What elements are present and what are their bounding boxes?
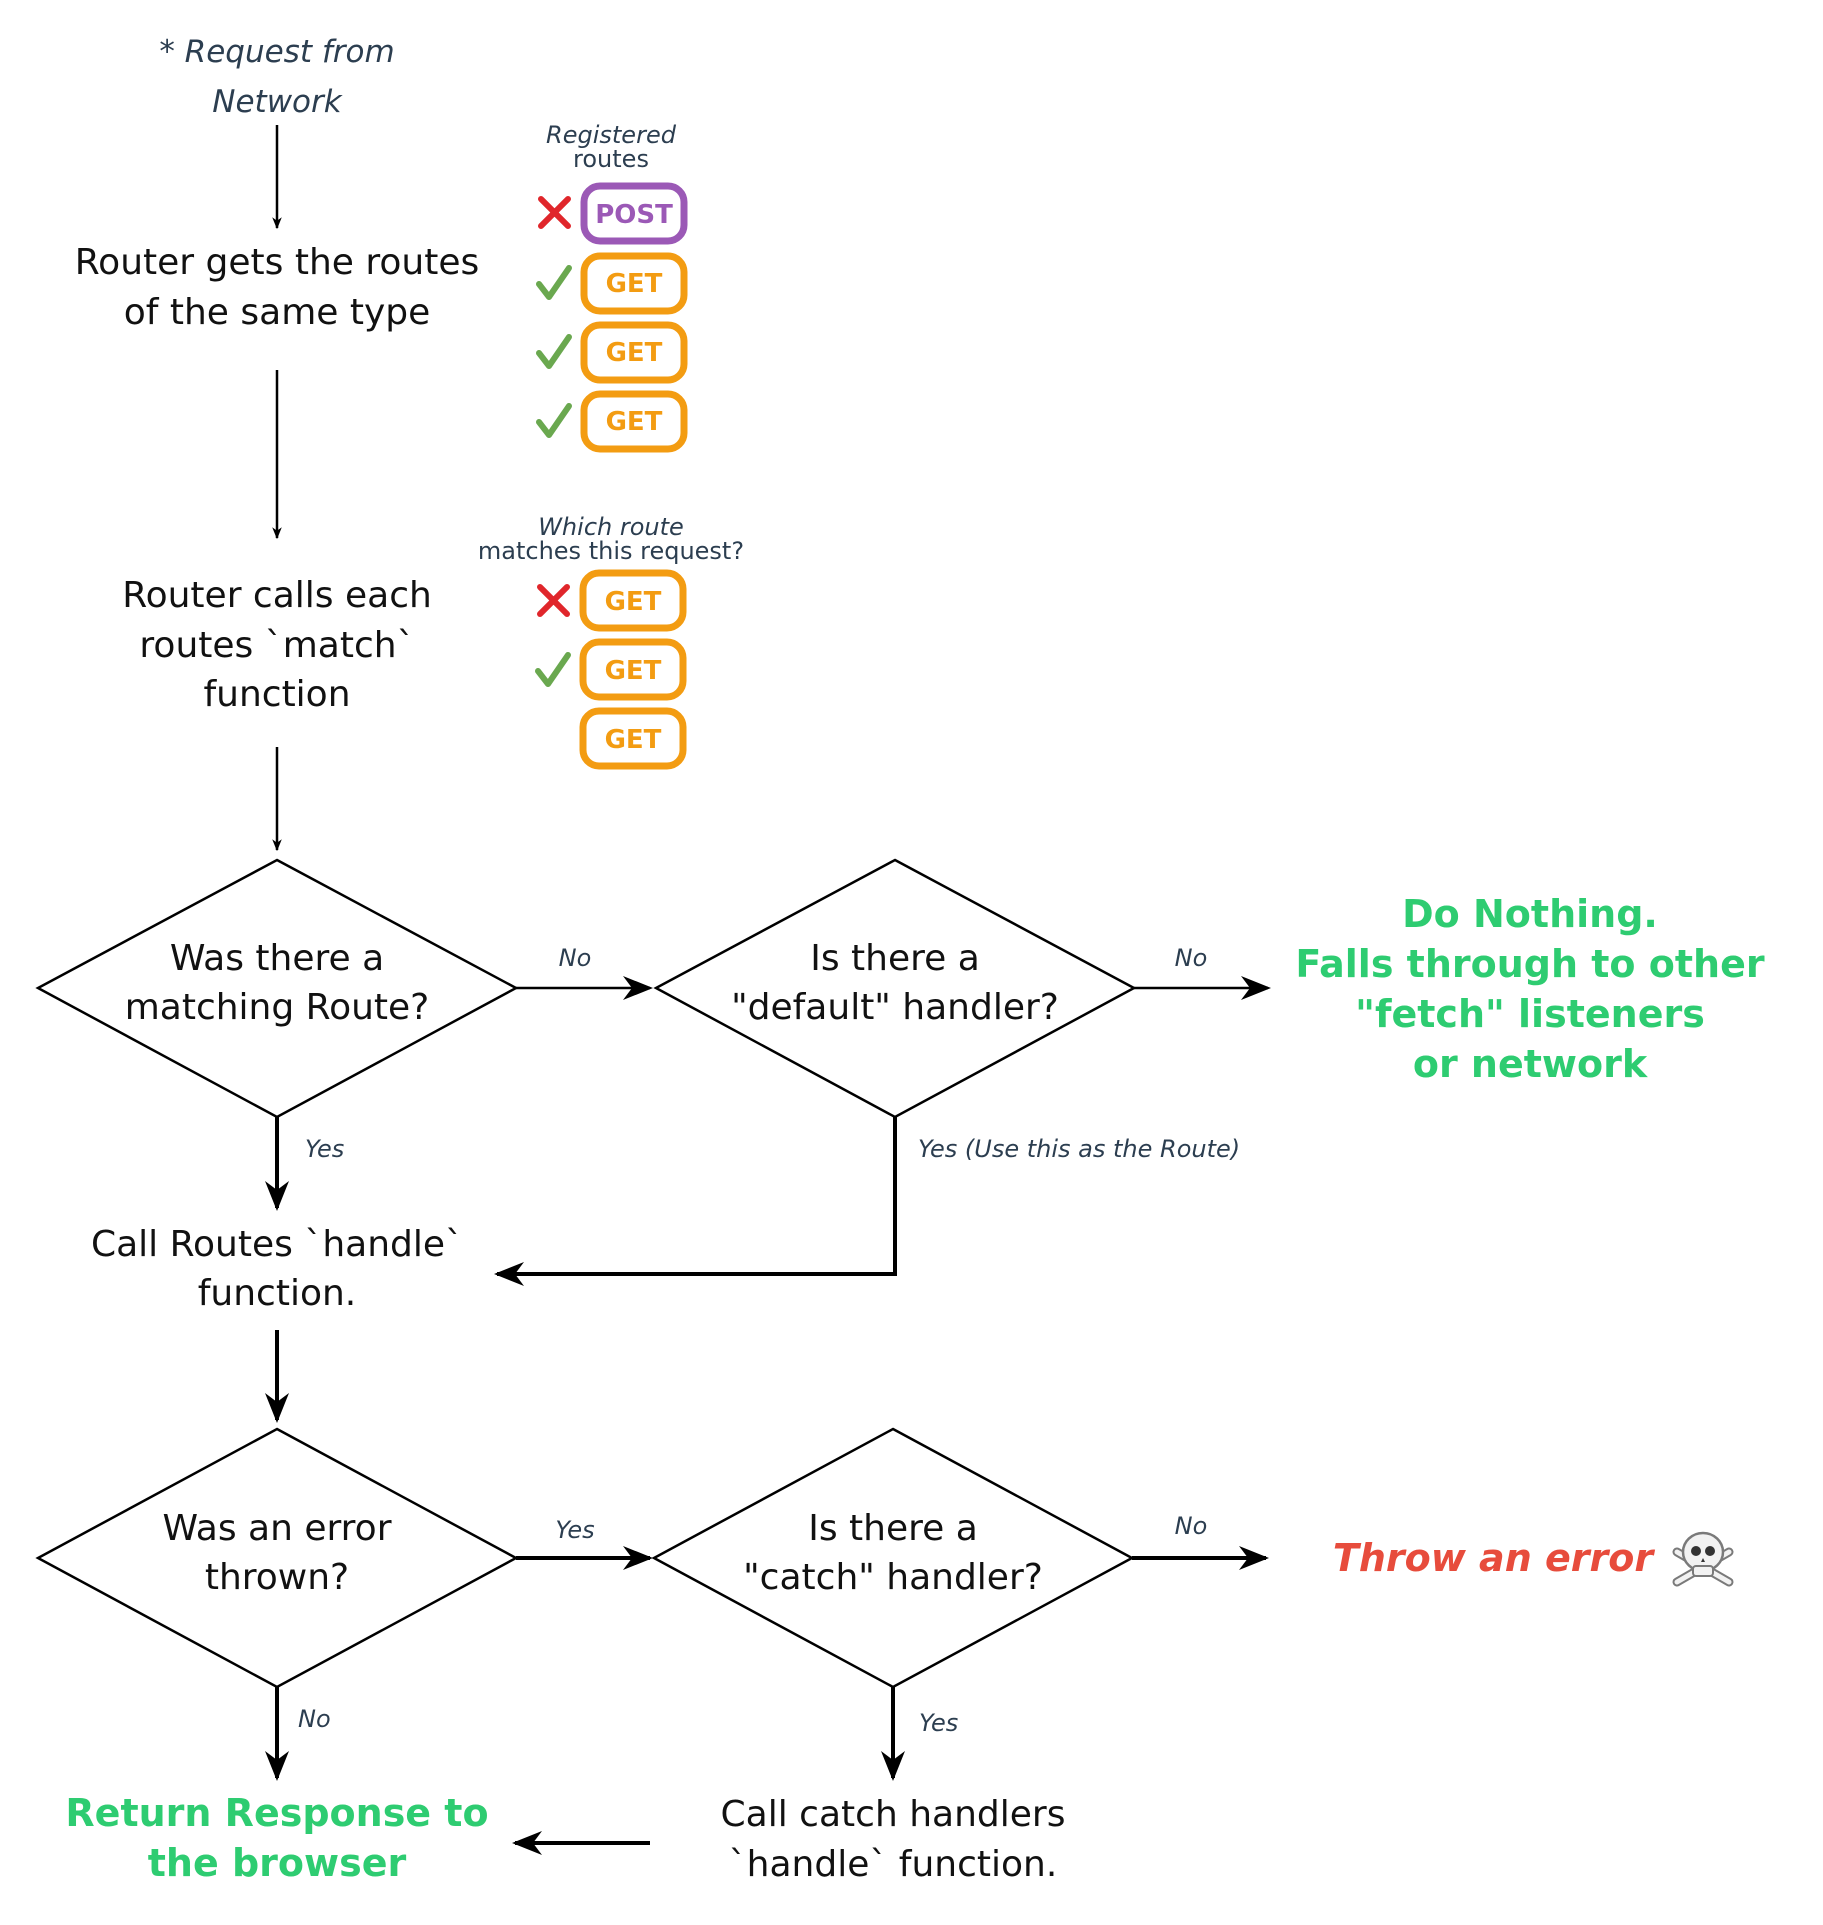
- matching-routes-title-line2: matches this request?: [478, 537, 744, 565]
- outcome-return-line2: the browser: [148, 1841, 407, 1885]
- registered-route-get-2: GET: [536, 321, 688, 384]
- start-label-line2: Network: [212, 84, 342, 120]
- edge-label-error-yes: Yes: [555, 1516, 594, 1544]
- registered-routes-title-line1: Registered: [546, 121, 677, 149]
- edge-label-error-no: No: [298, 1705, 331, 1733]
- outcome-return-line1: Return Response to: [65, 1791, 488, 1835]
- step-match-line2: routes `match`: [139, 625, 414, 666]
- step-match-line3: function: [203, 674, 350, 715]
- route-pill-get: [580, 252, 688, 315]
- decision-matching-line1: Was there a: [170, 938, 384, 979]
- decision-catch-line1: Is there a: [808, 1508, 978, 1549]
- outcome-nothing-line2: Falls through to other: [1295, 942, 1764, 986]
- edge-label-catch-yes: Yes: [919, 1709, 958, 1737]
- check-icon: [535, 652, 571, 687]
- route-pill-get: [579, 569, 687, 632]
- decision-error-line1: Was an error: [162, 1508, 391, 1549]
- edge-label-catch-no: No: [1175, 1512, 1208, 1540]
- registered-routes-title-line2: routes: [573, 145, 649, 173]
- matching-route-get-2: GET: [535, 638, 687, 701]
- matching-route-get-1: GET: [537, 569, 687, 632]
- step-handle-line1: Call Routes `handle`: [91, 1224, 463, 1265]
- decision-matching-line2: matching Route?: [125, 987, 430, 1028]
- outcome-nothing-line3: "fetch" listeners: [1355, 992, 1705, 1036]
- route-method-label: POST: [595, 200, 673, 230]
- check-icon: [536, 403, 572, 438]
- step-handle-line2: function.: [198, 1273, 357, 1314]
- outcome-nothing-line4: or network: [1413, 1042, 1648, 1086]
- route-pill-get: [579, 707, 687, 770]
- decision-error-line2: thrown?: [205, 1557, 349, 1598]
- step-get-routes-line1: Router gets the routes: [75, 242, 479, 283]
- route-pill-post: [580, 182, 688, 245]
- matching-routes-title-line1: Which route: [538, 513, 684, 541]
- route-method-label: GET: [605, 725, 662, 755]
- route-method-label: GET: [605, 656, 662, 686]
- arrow-default-yes: [494, 1117, 897, 1286]
- decision-default-line2: "default" handler?: [731, 987, 1059, 1028]
- decision-default-line1: Is there a: [810, 938, 980, 979]
- step-get-routes-line2: of the same type: [124, 292, 431, 333]
- route-method-label: GET: [605, 587, 662, 617]
- decision-catch-line2: "catch" handler?: [743, 1557, 1043, 1598]
- start-label-line1: * Request from: [159, 34, 394, 70]
- outcome-nothing-line1: Do Nothing.: [1402, 892, 1658, 936]
- skull-crossbones-icon: [1672, 1531, 1734, 1587]
- check-icon: [536, 265, 572, 300]
- step-catch-line1: Call catch handlers: [721, 1794, 1066, 1835]
- route-method-label: GET: [606, 407, 663, 437]
- edge-label-default-yes: Yes (Use this as the Route): [918, 1135, 1240, 1163]
- matching-route-get-3: GET: [579, 707, 687, 770]
- route-pill-get: [580, 321, 688, 384]
- route-method-label: GET: [606, 269, 663, 299]
- registered-route-get-1: GET: [536, 252, 688, 315]
- check-icon: [536, 334, 572, 369]
- registered-route-post: POST: [538, 182, 688, 245]
- registered-route-get-3: GET: [536, 390, 688, 453]
- route-pill-get: [579, 638, 687, 701]
- edge-label-default-no: No: [1175, 944, 1208, 972]
- edge-label-matching-no: No: [559, 944, 592, 972]
- outcome-throw-text: Throw an error: [1333, 1536, 1655, 1580]
- step-match-line1: Router calls each: [122, 575, 432, 616]
- edge-label-matching-yes: Yes: [305, 1135, 344, 1163]
- step-catch-line2: `handle` function.: [729, 1844, 1058, 1885]
- route-method-label: GET: [606, 338, 663, 368]
- route-pill-get: [580, 390, 688, 453]
